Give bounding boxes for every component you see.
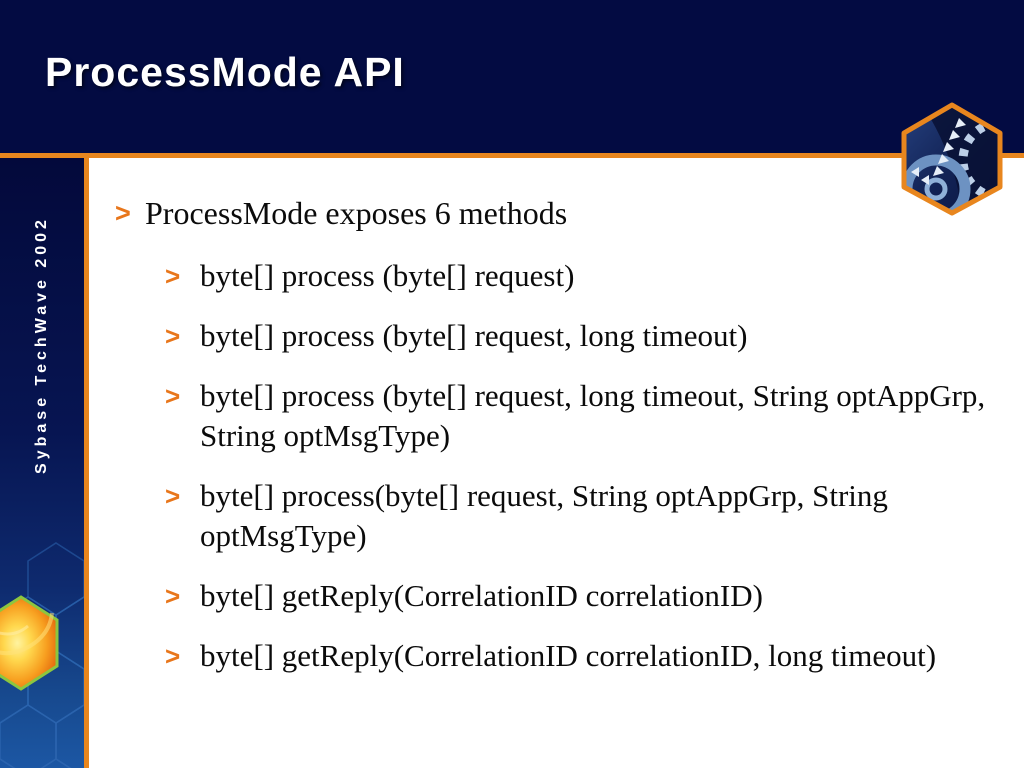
slide-body: > ProcessMode exposes 6 methods > byte[]… <box>89 158 1024 768</box>
bullet-text: byte[] process (byte[] request, long tim… <box>200 318 748 353</box>
list-item: > byte[] getReply(CorrelationID correlat… <box>165 636 1024 676</box>
bullet-chevron-icon: > <box>165 641 181 671</box>
hexagon-pattern <box>0 158 84 768</box>
list-item: > ProcessMode exposes 6 methods <box>115 192 1024 234</box>
bullet-text: byte[] process(byte[] request, String op… <box>200 478 888 553</box>
bullet-chevron-icon: > <box>165 321 181 351</box>
sidebar-divider <box>84 158 89 768</box>
bullet-text: byte[] getReply(CorrelationID correlatio… <box>200 638 937 673</box>
list-item: > byte[] getReply(CorrelationID correlat… <box>165 576 1024 616</box>
bullet-text: ProcessMode exposes 6 methods <box>145 195 568 231</box>
sidebar-event-label: Sybase TechWave 2002 <box>33 216 50 474</box>
slide-header: ProcessMode API <box>0 0 1024 153</box>
bullet-chevron-icon: > <box>165 261 181 291</box>
fire-hexagon-icon <box>0 595 59 691</box>
slide-title: ProcessMode API <box>45 49 405 95</box>
list-item: > byte[] process (byte[] request) <box>165 256 1024 296</box>
bullet-chevron-icon: > <box>165 381 181 411</box>
list-item: > byte[] process (byte[] request, long t… <box>165 316 1024 356</box>
bullet-chevron-icon: > <box>115 198 131 228</box>
bullet-text: byte[] process (byte[] request) <box>200 258 575 293</box>
gears-hexagon-icon <box>901 102 1003 216</box>
bullet-chevron-icon: > <box>165 481 181 511</box>
bullet-text: byte[] getReply(CorrelationID correlatio… <box>200 578 763 613</box>
header-divider <box>0 153 1024 158</box>
list-item: > byte[] process (byte[] request, long t… <box>165 376 1024 456</box>
list-item: > byte[] process(byte[] request, String … <box>165 476 1024 556</box>
bullet-chevron-icon: > <box>165 581 181 611</box>
bullet-text: byte[] process (byte[] request, long tim… <box>200 378 986 453</box>
sidebar: Sybase TechWave 2002 <box>0 158 84 768</box>
